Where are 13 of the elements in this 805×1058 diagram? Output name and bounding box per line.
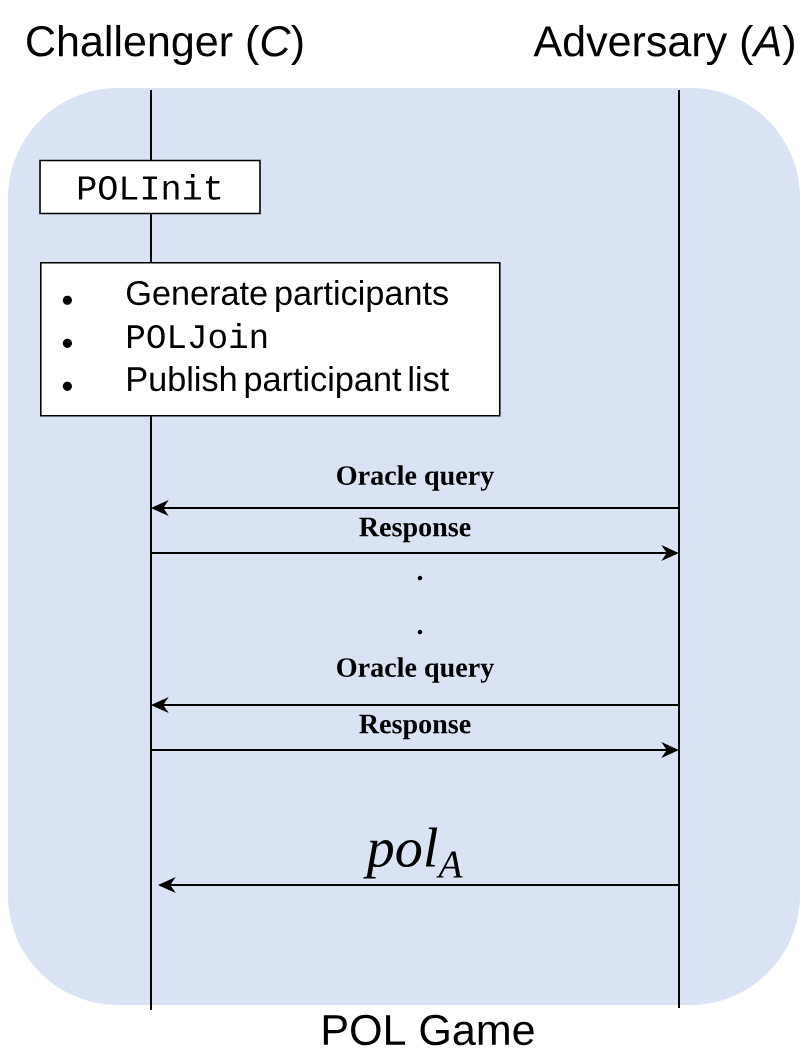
participant-heading: Challenger (C) xyxy=(27,24,303,66)
ellipsis-dot: . xyxy=(417,575,423,581)
ellipsis-dot: . xyxy=(417,629,423,635)
bullet-list-box: Generate participants POLJoin Publish participant list xyxy=(40,262,501,417)
edge-label: Oracle query xyxy=(337,657,494,683)
process-box: POLInit xyxy=(39,159,261,215)
participant-heading: Adversary (A) xyxy=(533,24,794,66)
edge-label: pol$_{A}$ xyxy=(363,827,463,879)
edge-label: Oracle query xyxy=(337,465,494,491)
lifeline xyxy=(678,89,680,1009)
edge-label: Response xyxy=(359,517,471,543)
edge-label: Response xyxy=(359,714,471,740)
caption: POL Game xyxy=(323,1014,534,1046)
